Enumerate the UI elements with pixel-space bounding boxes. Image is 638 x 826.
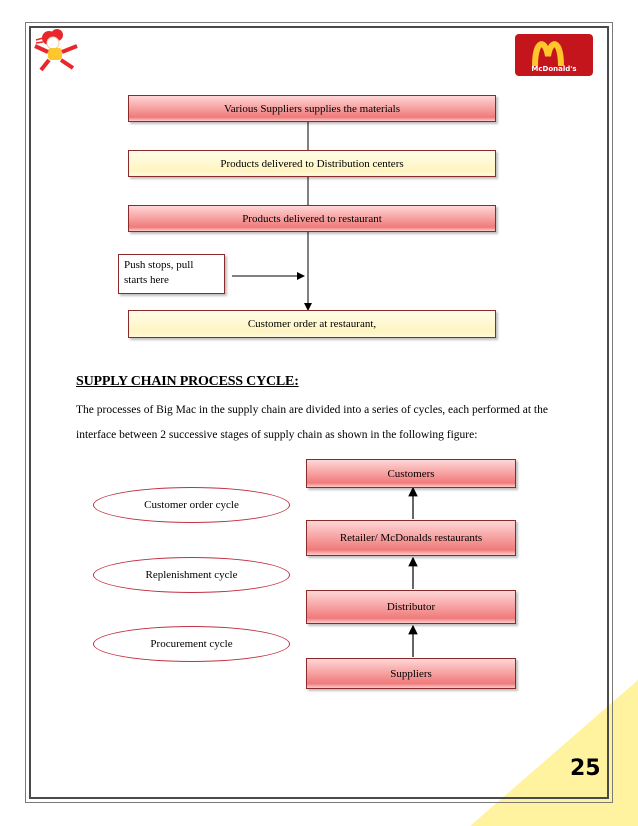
- stage-customers: Customers: [306, 459, 516, 488]
- mascot-logo-icon: [34, 29, 78, 72]
- flow-step-suppliers: Various Suppliers supplies the materials: [128, 95, 496, 122]
- cycle-replenishment: Replenishment cycle: [93, 557, 290, 593]
- section-heading: SUPPLY CHAIN PROCESS CYCLE:: [76, 374, 299, 389]
- section-paragraph: The processes of Big Mac in the supply c…: [76, 404, 548, 441]
- page-number: 25: [570, 756, 601, 781]
- push-pull-note: Push stops, pull starts here: [118, 254, 225, 294]
- stage-distributor: Distributor: [306, 590, 516, 624]
- golden-arches-icon: [532, 41, 564, 67]
- mcdonalds-logo: McDonald's: [515, 34, 593, 76]
- logo-brand-text: McDonald's: [531, 65, 577, 73]
- flow-step-distribution: Products delivered to Distribution cente…: [128, 150, 496, 177]
- cycle-procurement: Procurement cycle: [93, 626, 290, 662]
- cycle-customer-order: Customer order cycle: [93, 487, 290, 523]
- stage-retailer: Retailer/ McDonalds restaurants: [306, 520, 516, 556]
- flow-step-restaurant: Products delivered to restaurant: [128, 205, 496, 232]
- flow-step-customer-order: Customer order at restaurant,: [128, 310, 496, 338]
- stage-suppliers: Suppliers: [306, 658, 516, 689]
- page-border-outer: [25, 22, 613, 803]
- page-border-inner: [29, 26, 609, 799]
